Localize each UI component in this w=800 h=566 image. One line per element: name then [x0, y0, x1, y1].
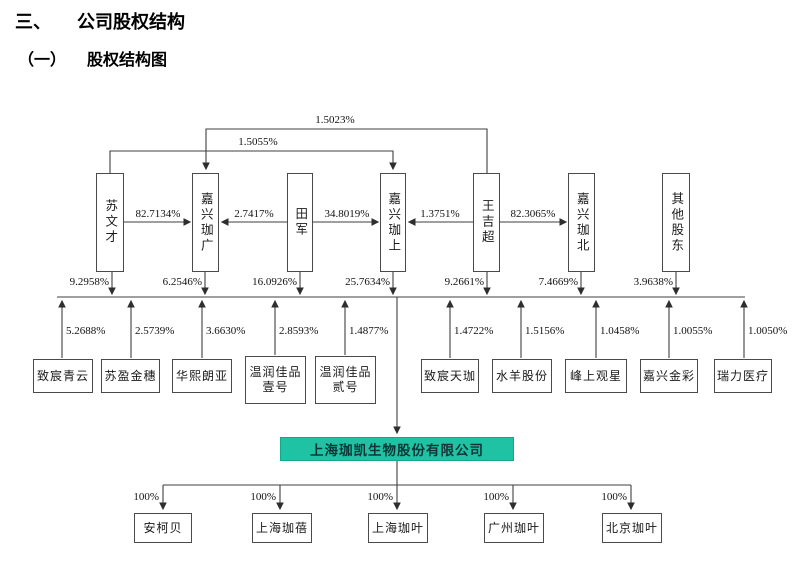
shareholder-label-tian-jun: 田军 [293, 207, 308, 238]
inst-label-wenrun-1-line1: 温润佳品 [249, 365, 302, 379]
wire-wangjichao-to-jiaxingjiaguang [202, 128, 488, 173]
inst-label-fengshang-guanxing: 峰上观星 [569, 368, 622, 383]
inst-box-wenrun-jiapin-2: 温润佳品贰号 [315, 356, 376, 404]
shareholder-label-jiaxing-jiabei: 嘉兴珈北 [574, 191, 589, 254]
shareholder-box-wang-jichao: 王吉超 [473, 173, 500, 272]
subsection-heading: （一） 股权结构图 [18, 46, 167, 70]
shareholder-label-su-wencai: 苏文才 [103, 199, 118, 246]
pct-wangjichao-jiashang: 1.3751% [420, 208, 460, 220]
section-heading-text: 公司股权结构 [77, 12, 185, 32]
company-box: 上海珈凯生物股份有限公司 [280, 437, 514, 461]
section-heading-number: 三、 [15, 12, 51, 32]
subsidiary-box-guangzhou-jiaye: 广州珈叶 [484, 513, 544, 543]
pct-cross-link-1: 1.5023% [315, 114, 355, 126]
shareholder-label-wang-jichao: 王吉超 [479, 199, 494, 246]
pct-wenrun-1: 2.8593% [279, 325, 319, 337]
subsection-heading-text: 股权结构图 [87, 52, 168, 69]
inst-box-jiaxing-jincai: 嘉兴金彩 [640, 359, 698, 393]
subsidiary-label-shanghai-jiaye: 上海珈叶 [371, 520, 424, 535]
shareholder-box-su-wencai: 苏文才 [96, 173, 124, 272]
inst-box-ruili-yiliao: 瑞力医疗 [714, 359, 772, 393]
subsidiary-box-ankebei: 安柯贝 [134, 513, 192, 543]
inst-label-ruili-yiliao: 瑞力医疗 [716, 368, 769, 383]
shareholder-box-jiaxing-jiashang: 嘉兴珈上 [380, 173, 406, 272]
pct-direct-jiaxing-jiabei: 7.4669% [538, 276, 578, 288]
inst-box-shuiyang-gufen: 水羊股份 [492, 359, 552, 393]
pct-suwencai-jiaguang: 82.7134% [135, 208, 181, 220]
shareholder-label-jiaxing-jiashang: 嘉兴珈上 [386, 191, 401, 254]
pct-tianjun-jiashang: 34.8019% [324, 208, 370, 220]
subsection-heading-number: （一） [18, 52, 67, 69]
shareholder-box-other-shareholders: 其他股东 [662, 173, 690, 272]
pct-zhichen-tianjia: 1.4722% [454, 325, 494, 337]
inst-label-zhichen-qingyun: 致宸青云 [36, 368, 89, 383]
shareholder-box-jiaxing-jiabei: 嘉兴珈北 [568, 173, 595, 272]
subsidiary-box-beijing-jiaye: 北京珈叶 [602, 513, 662, 543]
inst-box-zhichen-qingyun: 致宸青云 [33, 359, 93, 393]
shareholder-label-other-shareholders: 其他股东 [669, 191, 684, 254]
wire-group [57, 128, 748, 511]
wire-suwencai-to-jiaxingjiashang [109, 150, 397, 173]
pct-beijing-jiaye: 100% [601, 491, 627, 503]
pct-direct-tian-jun: 16.0926% [252, 276, 297, 288]
pct-direct-jiaxing-jiaguang: 6.2546% [162, 276, 202, 288]
pct-direct-jiaxing-jiashang: 25.7634% [345, 276, 390, 288]
pct-guangzhou-jiaye: 100% [483, 491, 509, 503]
company-name: 上海珈凯生物股份有限公司 [310, 443, 484, 458]
subsidiary-label-shanghai-jiabei: 上海珈蓓 [255, 520, 308, 535]
inst-label-jiaxing-jincai: 嘉兴金彩 [642, 368, 695, 383]
pct-direct-wang-jichao: 9.2661% [444, 276, 484, 288]
section-heading: 三、 公司股权结构 [15, 8, 185, 34]
shareholder-box-tian-jun: 田军 [287, 173, 313, 272]
inst-label-wenrun-1-line2: 壹号 [262, 380, 289, 394]
inst-label-suying-jinsui: 苏盈金穗 [104, 368, 157, 383]
pct-shanghai-jiabei: 100% [250, 491, 276, 503]
inst-label-shuiyang-gufen: 水羊股份 [495, 368, 548, 383]
inst-label-wenrun-2-line2: 贰号 [332, 380, 359, 394]
subsidiary-label-ankebei: 安柯贝 [143, 520, 183, 535]
pct-wangjichao-jiabei: 82.3065% [510, 208, 556, 220]
pct-huaxi-langya: 3.6630% [206, 325, 246, 337]
pct-fengshang: 1.0458% [600, 325, 640, 337]
pct-suying-jinsui: 2.5739% [135, 325, 175, 337]
pct-direct-su-wencai: 9.2958% [69, 276, 109, 288]
subsidiary-box-shanghai-jiaye: 上海珈叶 [368, 513, 428, 543]
pct-direct-other-shareholders: 3.9638% [633, 276, 673, 288]
subsidiary-label-guangzhou-jiaye: 广州珈叶 [487, 520, 540, 535]
pct-shanghai-jiaye: 100% [367, 491, 393, 503]
inst-box-fengshang-guanxing: 峰上观星 [565, 359, 627, 393]
inst-label-wenrun-2-line1: 温润佳品 [319, 365, 372, 379]
inst-label-zhichen-tianjia: 致宸天珈 [423, 368, 476, 383]
inst-box-wenrun-jiapin-1: 温润佳品壹号 [245, 356, 306, 404]
pct-zhichen-qingyun: 5.2688% [66, 325, 106, 337]
inst-box-huaxi-langya: 华熙朗亚 [172, 359, 232, 393]
pct-shuiyang: 1.5156% [525, 325, 565, 337]
pct-wenrun-2: 1.4877% [349, 325, 389, 337]
pct-ruili: 1.0050% [748, 325, 788, 337]
inst-box-zhichen-tianjia: 致宸天珈 [421, 359, 479, 393]
subsidiary-label-beijing-jiaye: 北京珈叶 [605, 520, 658, 535]
pct-tianjun-jiaguang: 2.7417% [234, 208, 274, 220]
pct-ankebei: 100% [133, 491, 159, 503]
pct-cross-link-2: 1.5055% [238, 136, 278, 148]
shareholder-box-jiaxing-jiaguang: 嘉兴珈广 [192, 173, 219, 272]
inst-box-suying-jinsui: 苏盈金穗 [101, 359, 160, 393]
shareholder-label-jiaxing-jiaguang: 嘉兴珈广 [198, 191, 213, 254]
inst-label-huaxi-langya: 华熙朗亚 [175, 368, 228, 383]
pct-jiaxing-jincai: 1.0055% [673, 325, 713, 337]
subsidiary-box-shanghai-jiabei: 上海珈蓓 [252, 513, 312, 543]
